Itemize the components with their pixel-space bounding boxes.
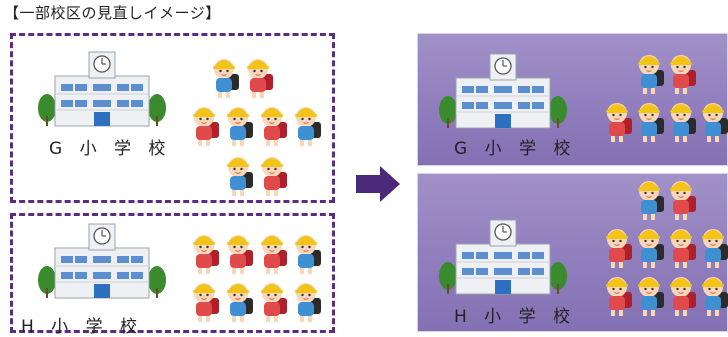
school-building-icon [439,53,567,129]
h-school-label: H 小 学 校 [21,317,143,337]
student-icon [670,277,696,316]
student-icon [261,235,287,274]
student-icon [261,157,287,196]
student-icon [193,283,219,322]
student-icon [261,283,287,322]
student-icon [193,107,219,146]
student-icon [638,55,664,94]
student-icon [702,103,728,142]
school-building-icon [38,223,166,299]
before-g-school-panel: G 小 学 校 [10,33,335,203]
student-icon [638,103,664,142]
student-icon [702,229,728,268]
student-icon [227,283,253,322]
before-h-school-panel: H 小 学 校 [10,213,335,337]
student-icon [638,277,664,316]
after-g-school-panel: G 小 学 校 [417,33,728,166]
student-icon [227,157,253,196]
student-icon [606,229,632,268]
student-icon [606,277,632,316]
student-icon [295,235,321,274]
page-title: 【一部校区の見直しイメージ】 [4,4,221,22]
student-icon [638,181,664,220]
student-icon [702,277,728,316]
student-icon [213,59,239,98]
arrow-right-icon [356,166,400,202]
student-icon [606,103,632,142]
student-icon [295,107,321,146]
student-icon [295,283,321,322]
student-icon [247,59,273,98]
student-icon [670,181,696,220]
student-icon [227,107,253,146]
g-school-label: G 小 学 校 [49,139,172,159]
student-icon [670,55,696,94]
student-icon [670,103,696,142]
student-icon [638,229,664,268]
after-h-school-panel: H 小 学 校 [417,173,728,332]
student-icon [227,235,253,274]
h-school-label: H 小 学 校 [454,307,576,327]
student-icon [670,229,696,268]
g-school-label: G 小 学 校 [454,139,577,159]
school-building-icon [439,219,567,295]
student-icon [193,235,219,274]
school-building-icon [38,51,166,127]
student-icon [261,107,287,146]
